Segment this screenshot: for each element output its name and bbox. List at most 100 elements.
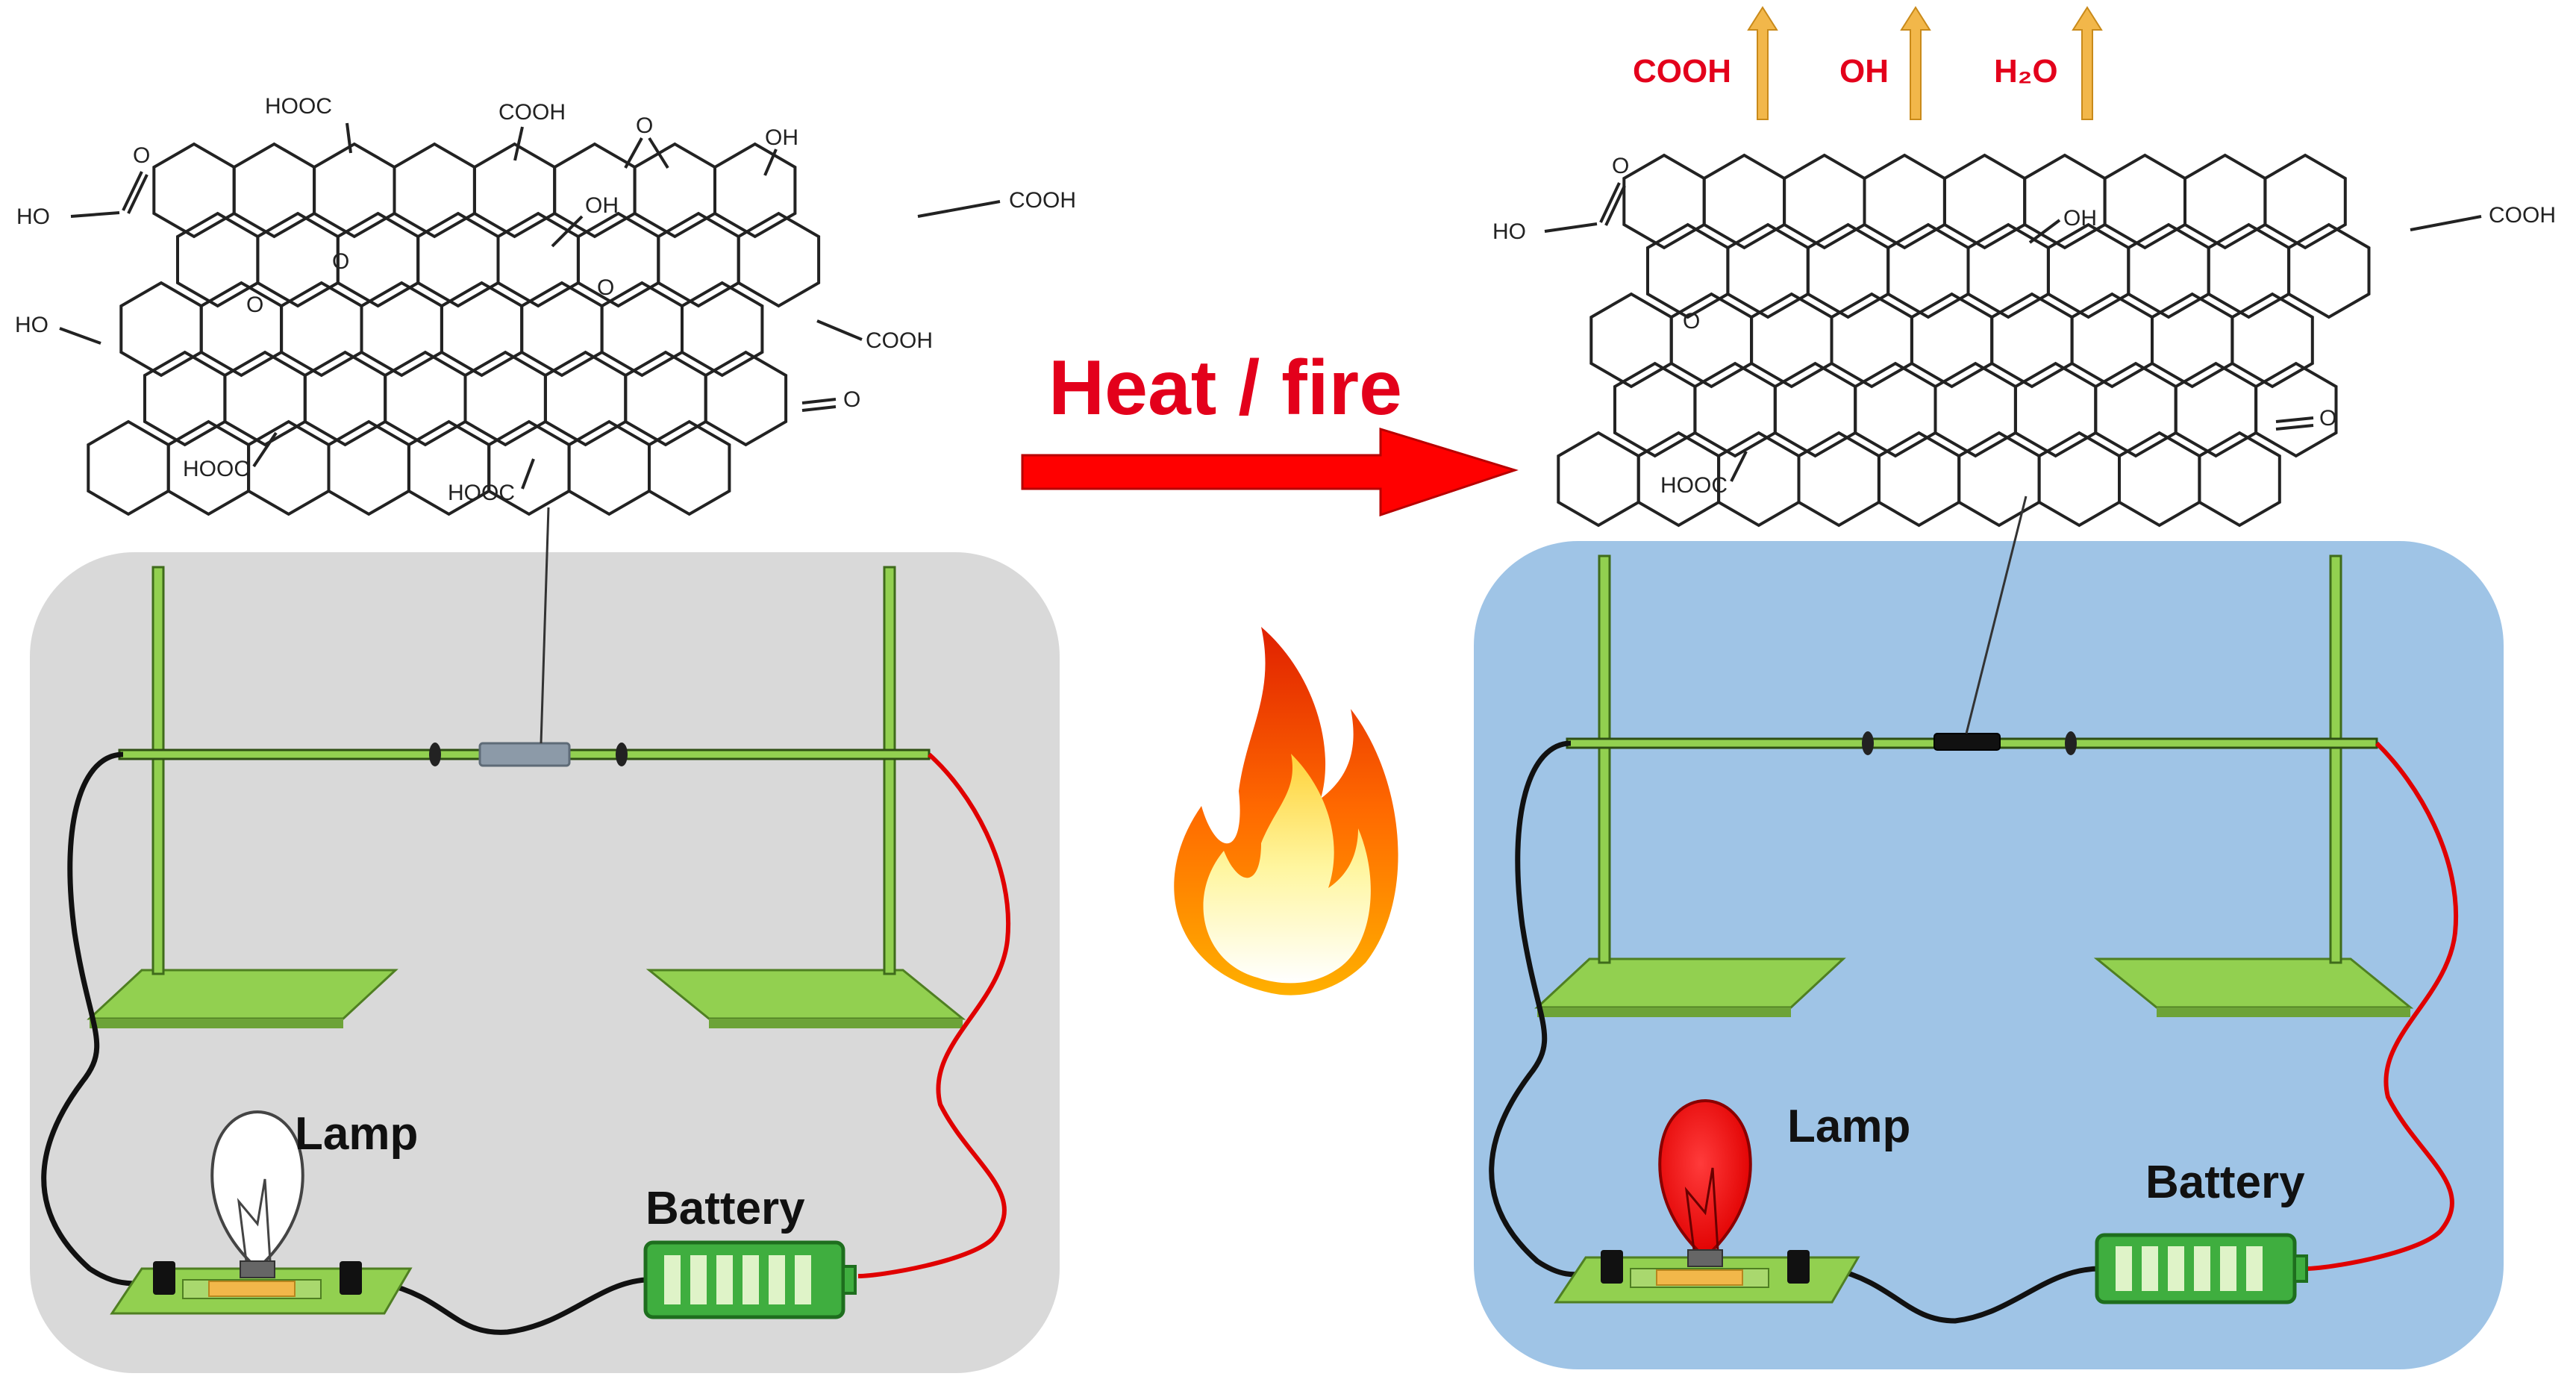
group-label: COOH	[2489, 203, 2556, 228]
carbon-ring	[567, 419, 651, 516]
carbon-ring	[232, 142, 316, 239]
carbon-ring	[336, 211, 420, 308]
carbon-ring	[119, 281, 203, 378]
right-circuit-panel	[1474, 541, 2504, 1369]
battery-label: Battery	[2145, 1157, 2305, 1208]
battery-label: Battery	[645, 1183, 805, 1234]
group-label: O	[1683, 309, 1700, 334]
carbon-ring	[1886, 222, 1970, 319]
released-h2o-label: H₂O	[1994, 53, 2058, 90]
reduced-graphene-oxide-structure: HO O OH COOH O O HOOC	[1492, 153, 2556, 528]
carbon-ring	[2023, 153, 2107, 250]
carbon-ring	[1933, 361, 2017, 458]
carbon-ring	[2118, 431, 2201, 528]
lamp-label: Lamp	[295, 1108, 418, 1160]
carbon-ring	[1854, 361, 1937, 458]
carbon-ring	[1910, 292, 1994, 389]
carbon-ring	[2013, 361, 2098, 458]
carbon-ring	[2127, 222, 2210, 319]
carbon-ring	[1693, 361, 1777, 458]
black-wire	[384, 1277, 646, 1335]
functional-groups-right: HO O OH COOH O O HOOC	[1492, 154, 2556, 498]
carbon-ring	[303, 350, 387, 447]
carbon-ring	[313, 142, 396, 239]
carbon-ring	[1783, 153, 1866, 250]
carbon-ring	[2198, 431, 2281, 528]
carbon-ring	[1773, 361, 1857, 458]
carbon-ring	[1589, 292, 1673, 389]
group-label: O	[1612, 154, 1629, 178]
carbon-ring	[1646, 222, 1730, 319]
carbon-ring	[1613, 361, 1697, 458]
group-label: HO	[16, 204, 50, 229]
functional-groups-left: HOOC COOH O OH HO O OH COOH O O O HO COO…	[15, 94, 1076, 505]
carbon-ring	[360, 281, 443, 378]
released-species: COOH OH H₂O	[1633, 6, 2103, 120]
group-label: O	[2319, 406, 2336, 431]
group-label: OH	[2063, 206, 2097, 231]
carbon-ring	[2174, 361, 2258, 458]
carbon-ring	[384, 350, 467, 447]
carbon-ring	[2263, 153, 2347, 250]
group-label: OH	[585, 193, 619, 218]
red-wire	[2305, 741, 2459, 1271]
red-arrow-icon	[1021, 427, 1519, 517]
carbon-ring	[2207, 222, 2291, 319]
carbon-ring	[2254, 361, 2338, 458]
carbon-ring	[463, 350, 547, 447]
carbon-ring	[2070, 292, 2154, 389]
process-label: Heat / fire	[1048, 345, 1402, 431]
carbon-ring	[223, 350, 307, 447]
carbon-ring	[2103, 153, 2186, 250]
graphene-oxide-structure: HOOC COOH O OH HO O OH COOH O O O HO COO…	[15, 94, 1076, 516]
left-circuit-panel	[30, 552, 1060, 1373]
group-label: HO	[1492, 219, 1526, 244]
stand-base	[87, 969, 398, 1020]
carbon-ring	[713, 142, 797, 239]
carbon-ring	[553, 142, 637, 239]
carbon-ring	[1702, 153, 1786, 250]
carbon-ring	[1717, 431, 1801, 528]
carbon-ring	[280, 281, 363, 378]
carbon-ring	[1806, 222, 1890, 319]
carbon-ring	[1557, 431, 1640, 528]
released-oh-label: OH	[1839, 53, 1889, 90]
group-label: HO	[15, 313, 49, 337]
carbon-ring	[704, 350, 788, 447]
group-label: COOH	[498, 100, 566, 125]
lamp-bulb-off-icon	[210, 1110, 304, 1278]
release-arrow-icon	[2072, 6, 2103, 120]
group-label: HOOC	[183, 457, 250, 481]
group-label: O	[246, 293, 263, 317]
carbon-ring	[247, 419, 331, 516]
carbon-ring	[2230, 292, 2314, 389]
right-circuit: Lamp Battery	[1489, 496, 2459, 1324]
group-label: O	[332, 249, 349, 274]
carbon-ring	[1877, 431, 1961, 528]
group-label: OH	[765, 125, 798, 150]
carbon-ring	[1750, 292, 1833, 389]
carbon-ring	[1622, 153, 1706, 250]
carbon-ring	[393, 142, 476, 239]
carbon-ring	[87, 419, 170, 516]
stand-base	[1534, 957, 1846, 1009]
black-wire	[41, 751, 139, 1287]
carbon-ring	[1863, 153, 1946, 250]
carbon-ring	[2046, 222, 2130, 319]
lamp-bulb-on-icon	[1658, 1098, 1752, 1267]
flame-icon	[1174, 627, 1398, 996]
battery-icon	[643, 1240, 857, 1319]
stand-rod	[2329, 554, 2342, 964]
go-sample	[478, 742, 571, 767]
stand-rod	[883, 566, 896, 975]
carbon-ring	[1797, 431, 1881, 528]
carbon-ring	[543, 350, 628, 447]
released-cooh-label: COOH	[1633, 53, 1731, 90]
rgo-sample	[1933, 733, 2001, 751]
carbon-ring	[199, 281, 284, 378]
carbon-ring	[1669, 292, 1754, 389]
stand-rod	[151, 566, 165, 975]
carbon-ring	[648, 419, 731, 516]
carbon-ring	[143, 350, 227, 447]
